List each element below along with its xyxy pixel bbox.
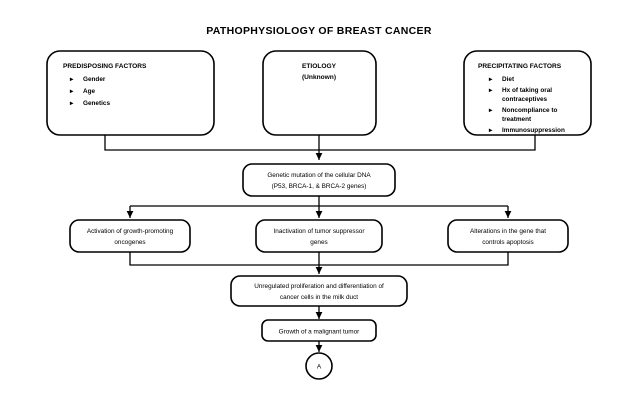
node-predisposing-factors[interactable]: PREDISPOSING FACTORS ▸ Gender ▸ Age ▸ Ge… [46, 50, 215, 136]
bullet-icon: ▸ [488, 87, 493, 94]
node-tumor-suppressor-inactivation-box[interactable] [255, 219, 383, 253]
etiology-line-2: (Unknown) [302, 74, 336, 81]
bullet-icon: ▸ [69, 76, 74, 83]
precipitating-bullet-4: Immunosuppression [502, 127, 565, 134]
node-etiology-box[interactable] [262, 50, 377, 136]
mutation-line-1: Genetic mutation of the cellular DNA [267, 172, 371, 179]
oncogenes-line-1: Activation of growth-promoting [87, 228, 174, 235]
node-tumor-suppressor-inactivation[interactable]: Inactivation of tumor suppressor genes [255, 219, 383, 253]
predisposing-heading: PREDISPOSING FACTORS [63, 63, 147, 70]
precipitating-bullet-3-cont: treatment [502, 116, 532, 123]
bullet-icon: ▸ [488, 127, 493, 134]
node-connector-a[interactable]: A [305, 352, 333, 380]
proliferation-line-1: Unregulated proliferation and differenti… [254, 283, 384, 290]
node-genetic-mutation-box[interactable] [242, 163, 396, 197]
connector-bus-top [104, 135, 536, 151]
predisposing-bullet-2: Age [83, 88, 96, 95]
precipitating-heading: PRECIPITATING FACTORS [478, 63, 562, 70]
connector-group-top [104, 135, 536, 160]
bullet-icon: ▸ [69, 88, 74, 95]
bullet-icon: ▸ [488, 76, 493, 83]
node-unregulated-proliferation[interactable]: Unregulated proliferation and differenti… [230, 275, 408, 307]
proliferation-line-2: cancer cells in the milk duct [280, 294, 358, 301]
oncogenes-line-2: oncogenes [114, 239, 145, 246]
node-malignant-tumor-box[interactable] [261, 319, 377, 342]
precipitating-bullet-3: Noncompliance to [502, 107, 557, 114]
connector-a-label: A [317, 364, 322, 371]
apoptosis-line-2: controls apoptosis [482, 239, 534, 246]
node-etiology[interactable]: ETIOLOGY (Unknown) [262, 50, 377, 136]
tumor-line-1: Growth of a malignant tumor [279, 329, 361, 336]
suppressor-line-2: genes [310, 239, 327, 246]
node-oncogene-activation[interactable]: Activation of growth-promoting oncogenes [69, 219, 191, 253]
node-apoptosis-alteration[interactable]: Alterations in the gene that controls ap… [447, 219, 569, 253]
connector-group-converge [129, 252, 509, 274]
predisposing-bullet-3: Genetics [83, 100, 110, 107]
bullet-icon: ▸ [69, 100, 74, 107]
node-unregulated-proliferation-box[interactable] [230, 275, 408, 307]
mutation-line-2: (P53, BRCA-1, & BRCA-2 genes) [272, 183, 367, 190]
connector-group-fanout [126, 196, 512, 218]
apoptosis-line-1: Alterations in the gene that [470, 228, 546, 235]
suppressor-line-1: Inactivation of tumor suppressor [274, 228, 366, 235]
bullet-icon: ▸ [488, 107, 493, 114]
precipitating-bullet-2: Hx of taking oral [502, 87, 552, 94]
precipitating-bullet-2-cont: contraceptives [502, 96, 548, 103]
node-genetic-mutation[interactable]: Genetic mutation of the cellular DNA (P5… [242, 163, 396, 197]
predisposing-bullet-1: Gender [83, 76, 106, 83]
node-precipitating-factors[interactable]: PRECIPITATING FACTORS ▸ Diet ▸ Hx of tak… [463, 50, 592, 136]
page-title: PATHOPHYSIOLOGY OF BREAST CANCER [206, 25, 432, 37]
node-precipitating-factors-box[interactable] [463, 50, 592, 136]
node-apoptosis-alteration-box[interactable] [447, 219, 569, 253]
node-connector-a-circle[interactable] [305, 352, 333, 380]
node-predisposing-factors-box[interactable] [46, 50, 215, 136]
precipitating-bullet-1: Diet [502, 76, 515, 83]
etiology-line-1: ETIOLOGY [302, 63, 337, 70]
node-oncogene-activation-box[interactable] [69, 219, 191, 253]
node-malignant-tumor[interactable]: Growth of a malignant tumor [261, 319, 377, 342]
